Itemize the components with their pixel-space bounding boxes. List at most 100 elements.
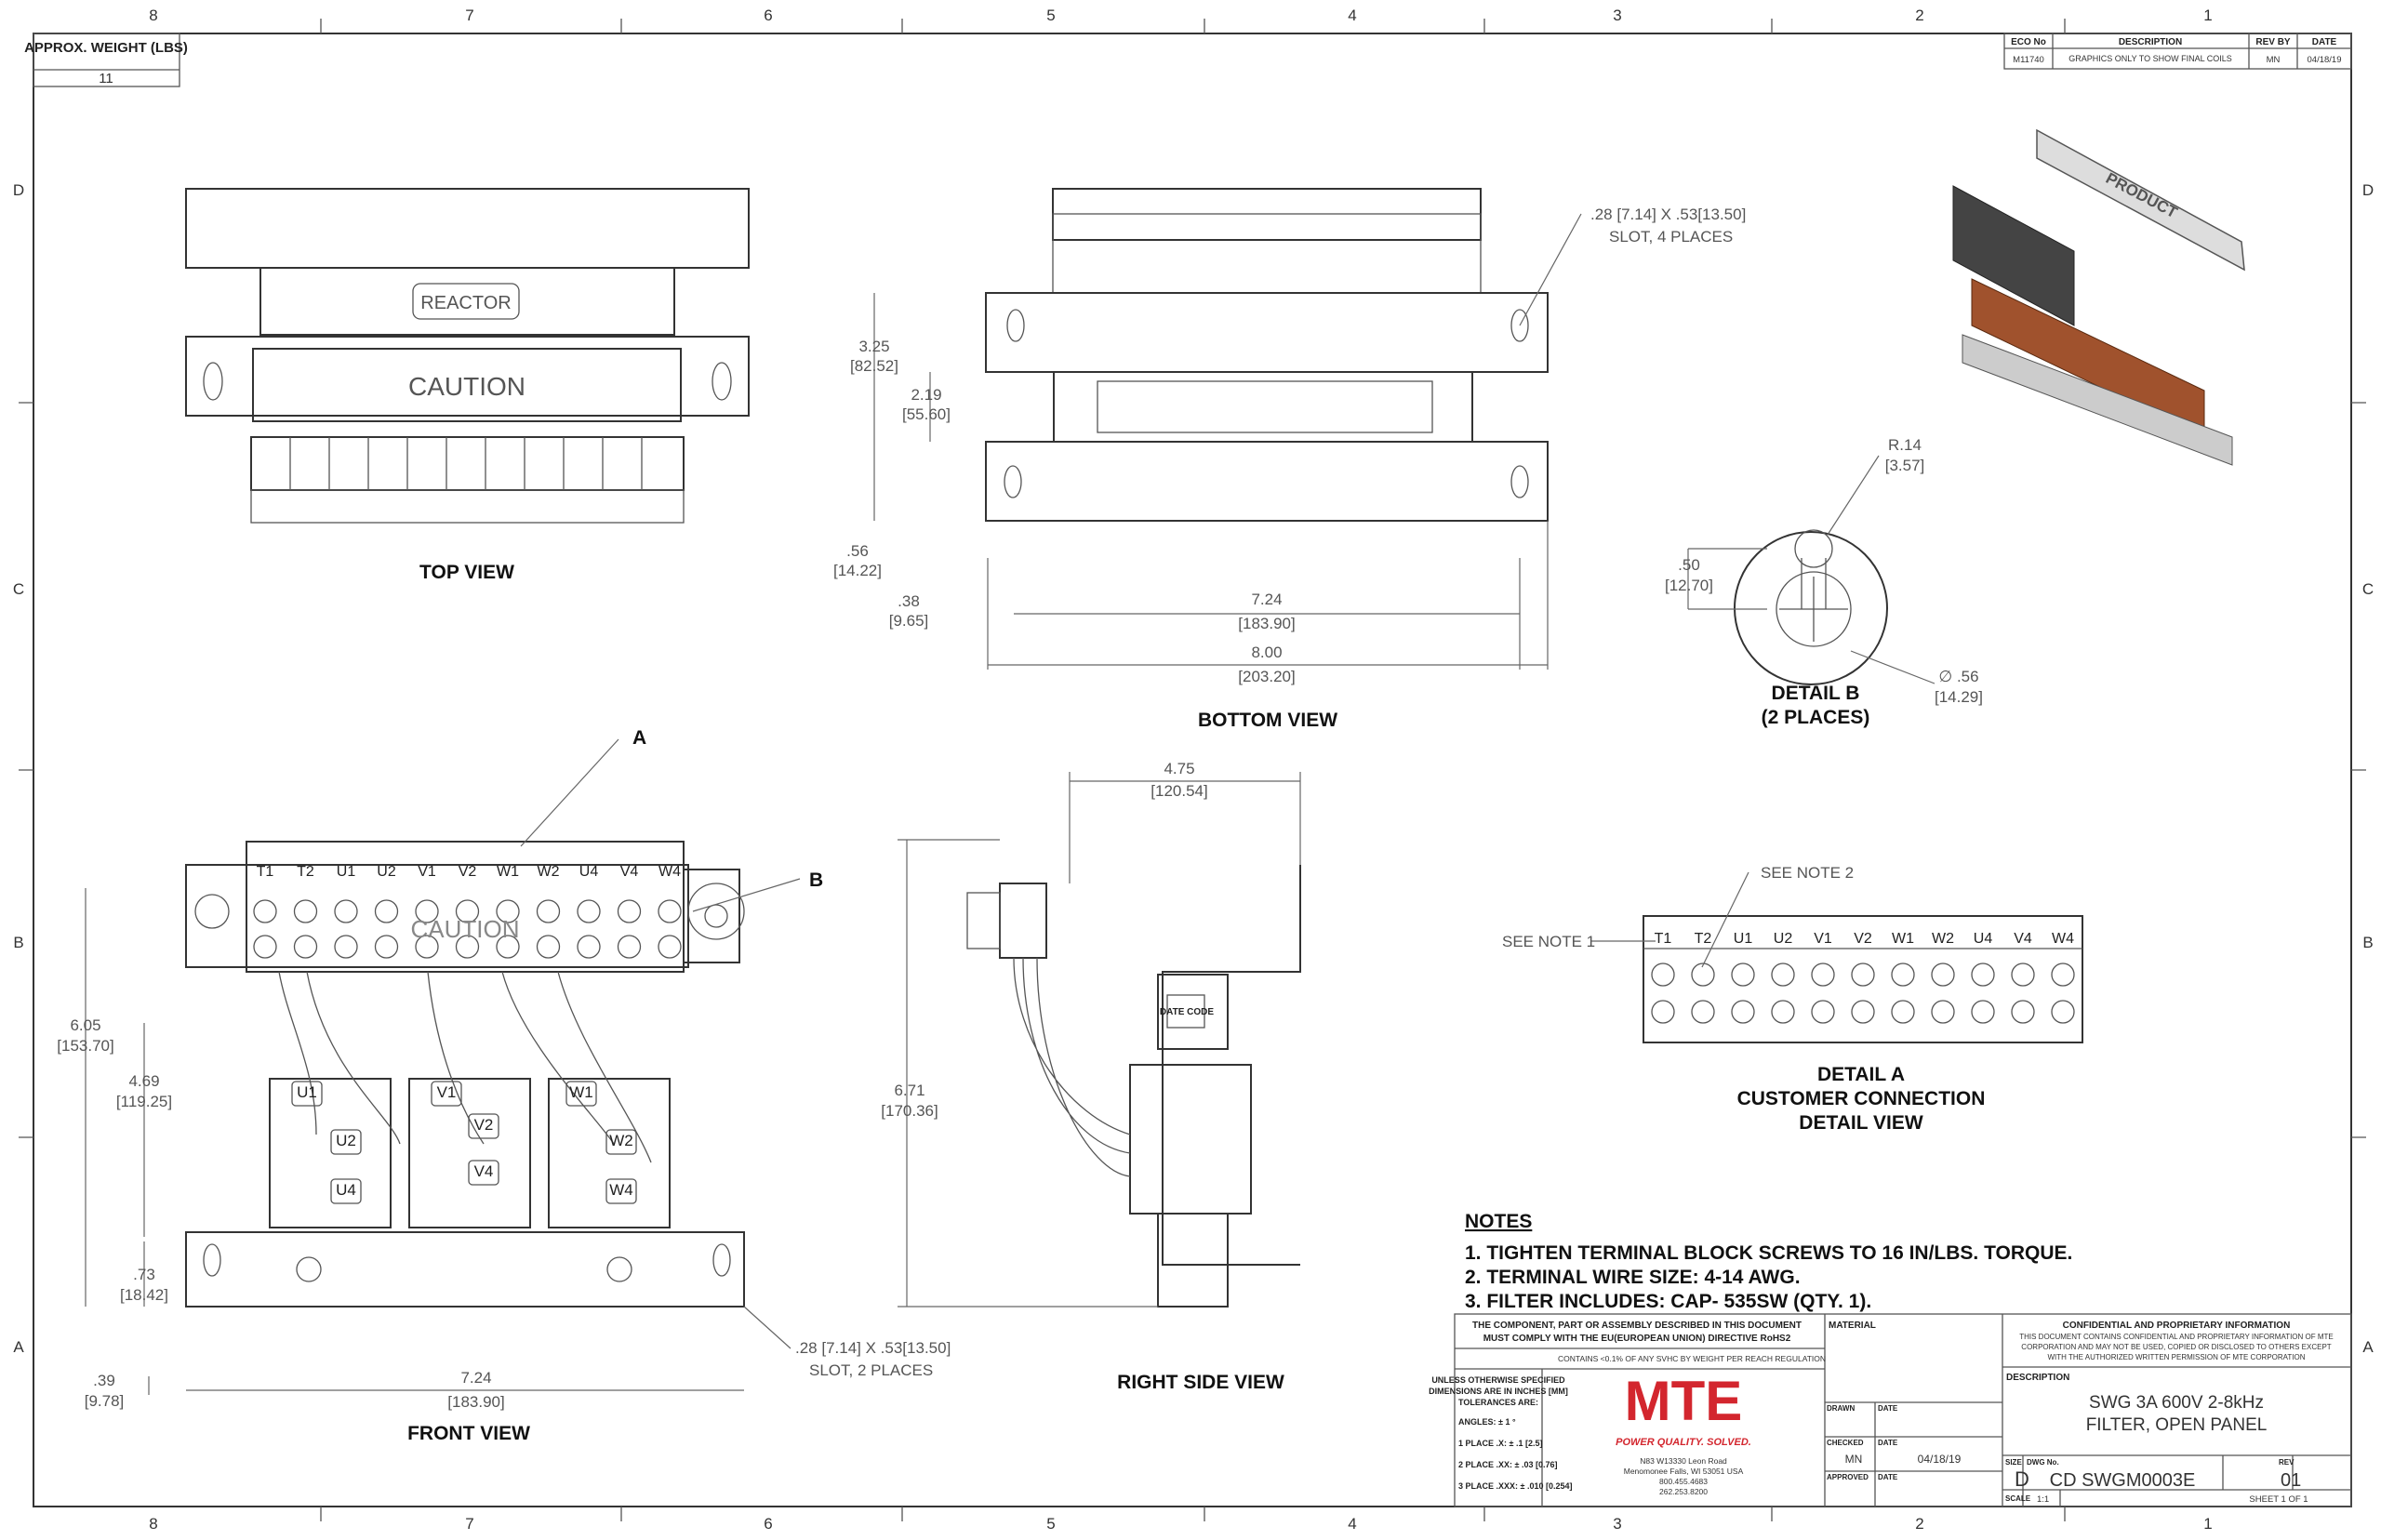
dim-82-52: [82.52] [850, 357, 898, 375]
terminal-screw-icon [658, 935, 682, 959]
dim-0-38: .38 [898, 592, 920, 610]
dim-0-73: .73 [133, 1266, 155, 1283]
detail-b-sublabel: (2 PLACES) [1762, 707, 1870, 728]
approved-date-label: DATE [1878, 1473, 1898, 1481]
terminal-screw-icon [415, 935, 439, 959]
terminal-screw-icon [455, 935, 480, 959]
row-a-right: A [2362, 1338, 2374, 1356]
weight-label: APPROX. WEIGHT (LBS) [24, 40, 188, 56]
zone-markers: 8 7 6 5 4 3 2 1 8 7 6 5 4 3 2 1 D C B A … [13, 7, 2374, 1533]
coil-label: W1 [569, 1083, 593, 1101]
bottom-view: 3.25 [82.52] 2.19 [55.60] .56 [14.22] .3… [833, 188, 1746, 731]
dim-120-54: [120.54] [1151, 782, 1207, 800]
terminal-screw-icon [577, 935, 601, 959]
dim-front-183-90: [183.90] [447, 1393, 504, 1411]
dim-0-39: .39 [93, 1372, 115, 1389]
drawn-date-label: DATE [1878, 1404, 1898, 1413]
terminal-screw-icon [374, 899, 399, 923]
col-1: 1 [2203, 7, 2212, 24]
dim-183-90: [183.90] [1238, 615, 1295, 632]
terminal-screw-icon [1691, 1000, 1715, 1024]
terminal-screw-icon [1891, 962, 1915, 987]
sheet-number: SHEET 1 OF 1 [2249, 1494, 2308, 1505]
rev-by: MN [2267, 55, 2281, 65]
size-label: SIZE [2005, 1458, 2022, 1467]
note-3: 3. FILTER INCLUDES: CAP- 535SW (QTY. 1). [1465, 1291, 1871, 1312]
terminal-screw-icon [617, 899, 642, 923]
front-terminal-label: T2 [297, 864, 314, 880]
coil-label: V1 [437, 1083, 457, 1101]
terminal-screw-icon [658, 899, 682, 923]
material-label: MATERIAL [1829, 1321, 1876, 1331]
terminal-screw-icon [1811, 962, 1835, 987]
detail-a-view-label: DETAIL VIEW [1799, 1112, 1923, 1134]
col-5-bottom: 5 [1046, 1515, 1055, 1533]
checked-date: 04/18/19 [1918, 1453, 1962, 1466]
dim-4-75: 4.75 [1164, 760, 1194, 777]
top-view: REACTOR CAUTION TOP VIEW [185, 188, 750, 583]
col-5: 5 [1046, 7, 1055, 24]
dim-12-70: [12.70] [1665, 577, 1713, 594]
dim-18-42: [18.42] [120, 1286, 168, 1304]
rev-label: REV [2279, 1458, 2295, 1467]
terminal-screw-icon [536, 899, 561, 923]
terminal-screw-icon [1931, 962, 1955, 987]
rev-eco: M11740 [2013, 55, 2044, 65]
terminal-screw-icon [1731, 962, 1755, 987]
terminal-screw-icon [415, 899, 439, 923]
col-4-bottom: 4 [1348, 1515, 1356, 1533]
terminal-screw-icon [293, 935, 318, 959]
dim-6-71: 6.71 [894, 1082, 924, 1099]
terminal-screw-icon [253, 935, 277, 959]
dim-2-19: 2.19 [911, 386, 941, 404]
rev-description: GRAPHICS ONLY TO SHOW FINAL COILS [2068, 54, 2232, 63]
row-d-right: D [2362, 181, 2374, 199]
weight-value: 11 [99, 71, 113, 86]
address-phone1: 800.455.4683 [1659, 1477, 1708, 1486]
front-terminal-label: U4 [579, 864, 599, 880]
slot-4-places: SLOT, 4 PLACES [1609, 228, 1733, 246]
terminal-screw-icon [1651, 962, 1675, 987]
front-terminal-label: T1 [257, 864, 274, 880]
coil-tag [605, 1178, 637, 1204]
dim-7-24: 7.24 [1251, 591, 1282, 608]
terminal-screw-icon [334, 899, 358, 923]
top-view-label: TOP VIEW [419, 562, 514, 583]
front-terminal-label: V2 [459, 864, 477, 880]
reach-text: CONTAINS <0.1% OF ANY SVHC BY WEIGHT PER… [1558, 1354, 1826, 1363]
col-6: 6 [764, 7, 772, 24]
coil-tag [431, 1081, 462, 1107]
detail-terminal-label: W4 [2052, 931, 2074, 947]
rev-header-revby: REV BY [2255, 37, 2291, 47]
dim-170-36: [170.36] [881, 1102, 938, 1120]
dwg-no-value: CD SWGM0003E [2050, 1470, 2196, 1491]
front-caution-plate: CAUTION [411, 915, 520, 943]
dim-r-14: R.14 [1888, 436, 1922, 454]
tolerance-angles: ANGLES: ± 1 ° [1458, 1417, 1516, 1427]
detail-terminal-label: V2 [1854, 931, 1872, 947]
notes-heading: NOTES [1465, 1211, 1532, 1232]
coil-label: U1 [297, 1083, 317, 1101]
description-line1: SWG 3A 600V 2-8kHz [2089, 1393, 2264, 1413]
dim-4-69: 4.69 [128, 1072, 159, 1090]
dim-119-25: [119.25] [116, 1093, 172, 1110]
tolerance-line1: UNLESS OTHERWISE SPECIFIED [1431, 1375, 1565, 1385]
rohs-line1: THE COMPONENT, PART OR ASSEMBLY DESCRIBE… [1472, 1321, 1802, 1331]
front-terminal-label: U1 [337, 864, 356, 880]
coil-tag [330, 1178, 362, 1204]
coil-label: W4 [609, 1181, 633, 1199]
detail-terminal-label: V4 [2014, 931, 2032, 947]
terminal-screw-icon [1851, 962, 1875, 987]
terminal-screw-icon [293, 899, 318, 923]
right-side-view: DATE CODE 4.75 [120.54] 6.71 [170.36] RI… [881, 760, 1301, 1393]
terminal-screw-icon [2011, 962, 2035, 987]
dim-9-65: [9.65] [889, 612, 929, 630]
terminal-screw-icon [1691, 962, 1715, 987]
dim-3-25: 3.25 [858, 338, 889, 355]
front-terminal-label: W4 [658, 864, 681, 880]
row-c: C [13, 580, 24, 598]
row-a: A [13, 1338, 24, 1356]
col-3: 3 [1613, 7, 1621, 24]
detail-terminal-label: T1 [1655, 931, 1672, 947]
terminal-screw-icon [374, 935, 399, 959]
